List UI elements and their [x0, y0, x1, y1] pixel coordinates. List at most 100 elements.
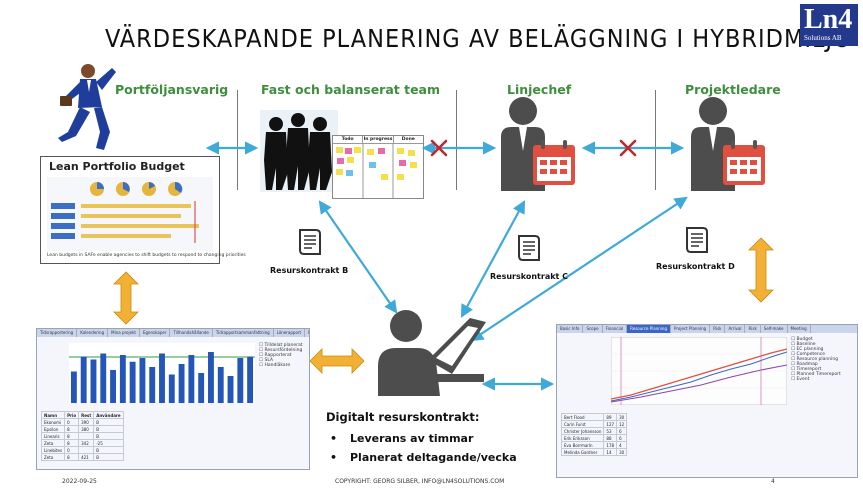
role-portfolio-label: Portföljansvarig	[115, 82, 229, 97]
left-legend-item[interactable]: ☐ Handläkare	[259, 363, 291, 368]
table-cell: Zeta	[40, 453, 66, 461]
arrow-team-laptop	[318, 200, 398, 314]
table-cell: 8	[64, 425, 80, 433]
role-project-manager-label: Projektledare	[685, 82, 781, 97]
table-cell: 0	[64, 418, 80, 426]
table-header-cell: Användare	[93, 411, 124, 419]
left-screen-tab[interactable]: Resursmätning	[305, 329, 309, 337]
right-screen-tab[interactable]: Financial	[603, 325, 628, 333]
bar	[168, 374, 175, 403]
table-cell: B	[93, 425, 124, 433]
right-screen-tab[interactable]: Project Planning	[671, 325, 711, 333]
right-screen-tab[interactable]: Scope	[583, 325, 603, 333]
right-screen-tab[interactable]: Meeting	[788, 325, 811, 333]
table-cell: Ekonomi	[40, 418, 66, 426]
table-cell: Erik Eriksson	[560, 434, 605, 442]
left-bar-chart	[69, 343, 255, 403]
table-cell: Carin Furst	[560, 420, 605, 428]
contract-b-icon	[299, 229, 321, 255]
right-legend-item[interactable]: ☐ Budget	[791, 337, 813, 342]
contract-d-label: Resurskontrakt D	[656, 262, 735, 271]
right-legend-item[interactable]: ☐ Resource planning	[791, 357, 839, 362]
footer-date: 2022-09-25	[62, 478, 97, 485]
table-cell: 89	[603, 413, 618, 421]
kanban-board: Todo In progress Done	[332, 135, 424, 199]
bar	[198, 373, 205, 403]
logo-text: Ln4	[804, 4, 853, 35]
bar	[110, 370, 116, 403]
role-team-label: Fast och balanserat team	[261, 82, 441, 97]
table-cell: 0	[64, 446, 80, 454]
bullet-weekly-participation: Planerat deltagande/vecka	[330, 451, 517, 464]
footer-copyright: COPYRIGHT: GEORG SILBER, INFO@LN4SOLUTIO…	[335, 478, 505, 485]
table-cell: 88	[603, 434, 618, 442]
left-screen-tab[interactable]: Egenskaper	[140, 329, 171, 337]
bar	[119, 355, 126, 403]
orange-arrow-laptop-leftscreen	[309, 348, 365, 374]
right-screen-tab[interactable]: Risk	[710, 325, 726, 333]
right-legend-item[interactable]: ☐ Timereport	[791, 367, 822, 372]
right-legend-item[interactable]: ☐ Event	[791, 377, 810, 382]
left-screen-tab[interactable]: Mina projekt	[108, 329, 140, 337]
table-cell: 53	[603, 427, 618, 435]
right-legend-item[interactable]: ☐ Competence	[791, 352, 825, 357]
left-legend: ☐ Tilldelat planerat☐ Resursfördelning☐ …	[259, 343, 303, 368]
line-manager-icon	[501, 97, 575, 191]
role-line-manager-label: Linjechef	[507, 82, 572, 97]
table-cell: 8	[64, 432, 80, 440]
table-cell: 390	[78, 418, 95, 426]
person-laptop-icon	[378, 310, 486, 396]
table-cell: 342	[78, 439, 95, 447]
board-column-in-progress: In progress	[363, 136, 394, 143]
left-legend-item[interactable]: ☐ Rapporterat	[259, 353, 292, 358]
left-screen-tab[interactable]: Tillhandahållande	[170, 329, 213, 337]
separator-line	[655, 90, 656, 190]
table-cell: 8	[64, 453, 80, 461]
left-screen-tab[interactable]: Kalendering	[77, 329, 109, 337]
contract-d-icon	[686, 227, 708, 253]
table-cell: -25	[93, 439, 124, 447]
bar	[70, 371, 77, 403]
table-cell: Linebites	[40, 446, 66, 454]
left-legend-item[interactable]: ☐ Resursfördelning	[259, 348, 303, 353]
table-cell: B	[93, 446, 124, 454]
table-header-cell: Prio	[64, 411, 80, 419]
table-cell: 6	[616, 427, 628, 435]
left-screen-tab[interactable]: Tidsrapportering	[37, 329, 78, 337]
bar	[237, 358, 244, 403]
right-screen-tab[interactable]: Resource Planning	[627, 325, 671, 333]
orange-arrow-budget-screen	[113, 271, 139, 325]
contract-c-icon	[518, 235, 540, 261]
left-screen-tab[interactable]: Lönerapport	[274, 329, 306, 337]
right-screen-tab[interactable]: Basic Info	[557, 325, 584, 333]
right-screen-tab[interactable]: Risk	[745, 325, 761, 333]
right-screen-tab[interactable]: Self-make	[761, 325, 788, 333]
contract-c-label: Resurskontrakt C	[490, 272, 569, 281]
bar	[188, 355, 195, 403]
left-legend-item[interactable]: ☐ SLA	[259, 358, 274, 363]
right-legend-item[interactable]: ☐ EC planning	[791, 347, 824, 352]
right-legend-item[interactable]: ☐ Planned Timereport	[791, 372, 841, 377]
bar	[100, 353, 107, 403]
right-legend-item[interactable]: ☐ Roadmap	[791, 362, 818, 367]
right-legend-item[interactable]: ☐ Baseline	[791, 342, 816, 347]
contract-b-label: Resurskontrakt B	[270, 266, 349, 275]
left-screen-tab[interactable]: Tidrapportsammanfattning	[213, 329, 274, 337]
right-screen-tab[interactable]: Arrival	[725, 325, 746, 333]
left-legend-item[interactable]: ☐ Tilldelat planerat	[259, 343, 303, 348]
